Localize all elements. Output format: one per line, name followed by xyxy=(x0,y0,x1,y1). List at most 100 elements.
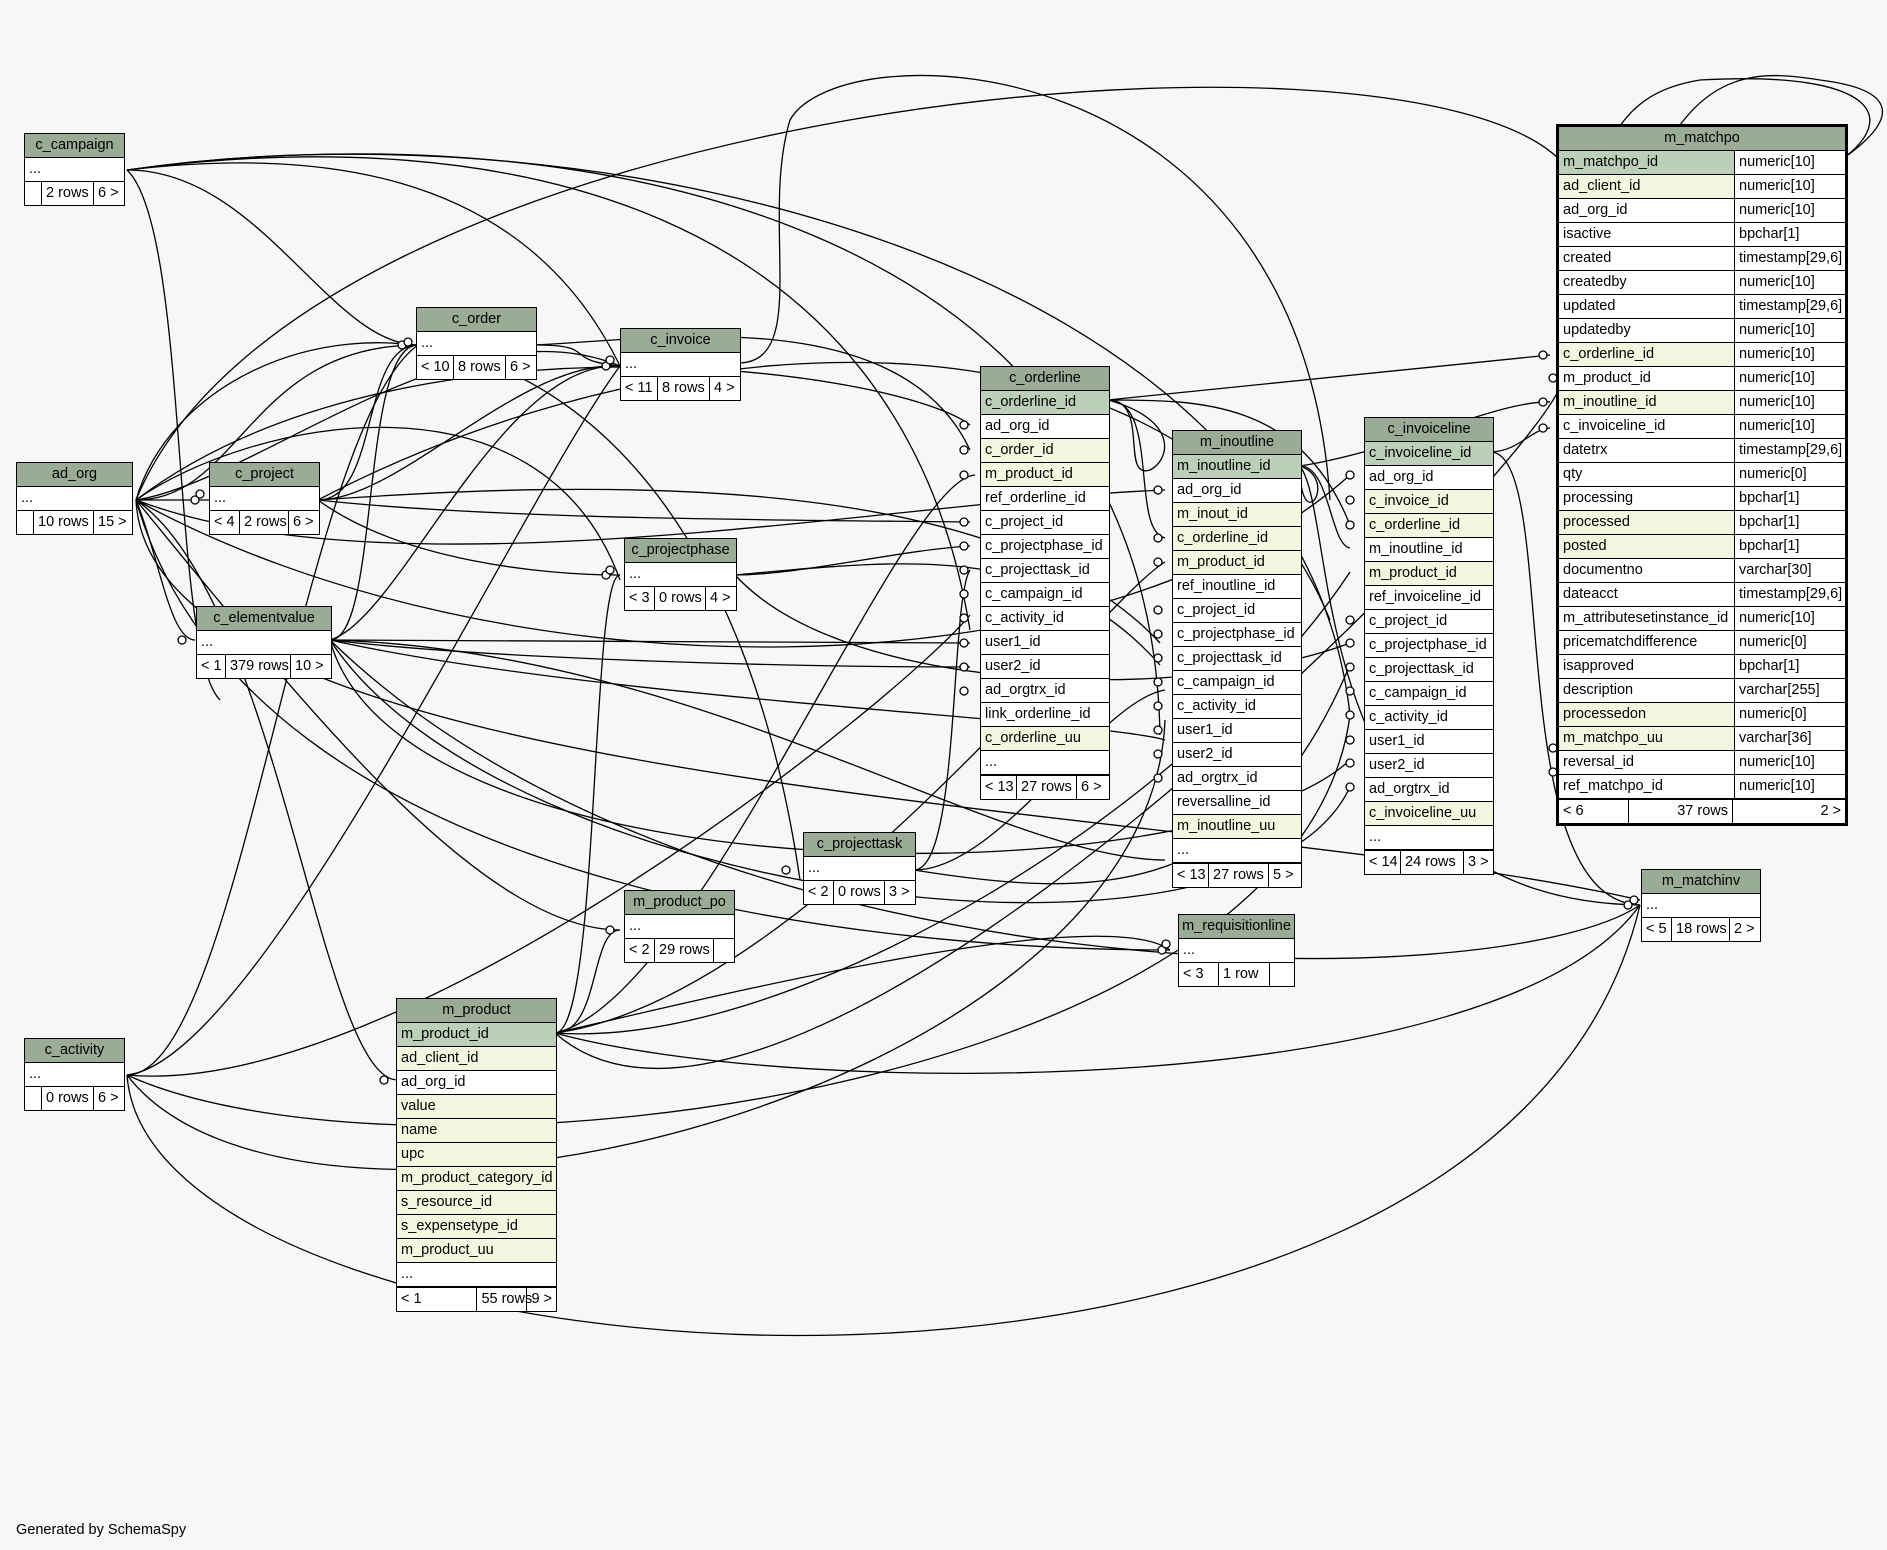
column-row: ad_org_id xyxy=(397,1071,556,1095)
column-name: documentno xyxy=(1559,559,1735,582)
column-name: c_project_id xyxy=(985,514,1064,530)
column-type: numeric[10] xyxy=(1735,367,1845,390)
column-type: numeric[10] xyxy=(1735,151,1845,174)
table-c-activity[interactable]: c_activity ... 0 rows 6 > xyxy=(24,1038,125,1111)
column-name: user2_id xyxy=(985,658,1041,674)
column-row: ref_inoutline_id xyxy=(1173,575,1301,599)
table-c-campaign[interactable]: c_campaign ... 2 rows 6 > xyxy=(24,133,125,206)
table-title: m_matchpo xyxy=(1559,127,1845,151)
table-c-projecttask[interactable]: c_projecttask ... < 2 0 rows 3 > xyxy=(803,832,916,905)
column-row: m_inoutline_id xyxy=(1173,455,1301,479)
column-type: numeric[10] xyxy=(1735,319,1845,342)
table-c-elementvalue[interactable]: c_elementvalue ... < 1 379 rows 10 > xyxy=(196,606,332,679)
column-row: ad_client_id xyxy=(397,1047,556,1071)
table-m-requisitionline[interactable]: m_requisitionline ... < 3 1 row xyxy=(1178,914,1295,987)
table-c-projectphase[interactable]: c_projectphase ... < 3 0 rows 4 > xyxy=(624,538,737,611)
column-row: c_activity_id xyxy=(981,607,1109,631)
column-row: ref_orderline_id xyxy=(981,487,1109,511)
column-name: m_inout_id xyxy=(1177,506,1248,522)
column-row: c_orderline_id xyxy=(981,391,1109,415)
column-type: bpchar[1] xyxy=(1735,223,1845,246)
column-name: c_projecttask_id xyxy=(1369,661,1474,677)
table-title: c_order xyxy=(417,308,536,332)
column-name: c_projectphase_id xyxy=(985,538,1103,554)
column-row: c_order_id xyxy=(981,439,1109,463)
column-name: ad_org_id xyxy=(985,418,1050,434)
column-row: m_inoutline_id xyxy=(1365,538,1493,562)
column-name: user2_id xyxy=(1177,746,1233,762)
column-name: s_expensetype_id xyxy=(401,1218,518,1234)
column-name: dateacct xyxy=(1559,583,1735,606)
column-name: c_invoiceline_id xyxy=(1369,445,1472,461)
table-title: c_campaign xyxy=(25,134,124,158)
column-type: numeric[0] xyxy=(1735,463,1845,486)
column-name: c_orderline_id xyxy=(985,394,1077,410)
table-ad-org[interactable]: ad_org ... 10 rows 15 > xyxy=(16,462,133,535)
column-row: m_product_uu xyxy=(397,1239,556,1263)
column-row: ad_orgtrx_id xyxy=(1365,778,1493,802)
column-name: ad_orgtrx_id xyxy=(1177,770,1258,786)
column-name: ad_org_id xyxy=(401,1074,466,1090)
column-name: m_product_id xyxy=(401,1026,489,1042)
table-title: c_projecttask xyxy=(804,833,915,857)
column-row: c_projecttask_id xyxy=(981,559,1109,583)
column-name: c_projecttask_id xyxy=(985,562,1090,578)
column-row: m_inoutline_uu xyxy=(1173,815,1301,839)
column-name: c_projectphase_id xyxy=(1177,626,1295,642)
column-name: m_product_uu xyxy=(401,1242,494,1258)
table-title: ad_org xyxy=(17,463,132,487)
column-name: created xyxy=(1559,247,1735,270)
column-type: numeric[0] xyxy=(1735,703,1845,726)
table-title: c_elementvalue xyxy=(197,607,331,631)
column-name: c_campaign_id xyxy=(985,586,1083,602)
column-name: c_orderline_uu xyxy=(985,730,1081,746)
table-c-project[interactable]: c_project ... < 4 2 rows 6 > xyxy=(209,462,320,535)
column-name: user1_id xyxy=(1177,722,1233,738)
column-row: user1_id xyxy=(1365,730,1493,754)
column-name: ad_orgtrx_id xyxy=(1369,781,1450,797)
table-c-invoice[interactable]: c_invoice ... < 11 8 rows 4 > xyxy=(620,328,741,401)
column-name: ref_matchpo_id xyxy=(1559,775,1735,798)
table-footer: < 3 0 rows 4 > xyxy=(625,587,736,610)
column-row: m_product_id xyxy=(1365,562,1493,586)
column-name: c_project_id xyxy=(1369,613,1448,629)
column-name: ref_orderline_id xyxy=(985,490,1086,506)
table-c-order[interactable]: c_order ... < 10 8 rows 6 > xyxy=(416,307,537,380)
table-footer: < 2 0 rows 3 > xyxy=(804,881,915,904)
column-name: ... xyxy=(401,1266,414,1282)
column-name: c_orderline_id xyxy=(1177,530,1269,546)
column-row: c_orderline_uu xyxy=(981,727,1109,751)
column-row: ad_org_id xyxy=(1365,466,1493,490)
column-name: posted xyxy=(1559,535,1735,558)
column-row: reversalline_id xyxy=(1173,791,1301,815)
column-name: m_inoutline_uu xyxy=(1177,818,1276,834)
table-row: ... xyxy=(25,1063,124,1087)
column-name: processed xyxy=(1559,511,1735,534)
table-m-matchinv[interactable]: m_matchinv ... < 5 18 rows 2 > xyxy=(1641,869,1761,942)
table-title: m_product_po xyxy=(625,891,734,915)
column-type: numeric[10] xyxy=(1735,751,1845,774)
table-row: ... xyxy=(625,915,734,939)
column-name: value xyxy=(401,1098,436,1114)
table-m-product-po[interactable]: m_product_po ... < 2 29 rows xyxy=(624,890,735,963)
table-row: ... xyxy=(625,563,736,587)
column-type: timestamp[29,6] xyxy=(1735,247,1845,270)
table-title: c_project xyxy=(210,463,319,487)
column-type: bpchar[1] xyxy=(1735,535,1845,558)
